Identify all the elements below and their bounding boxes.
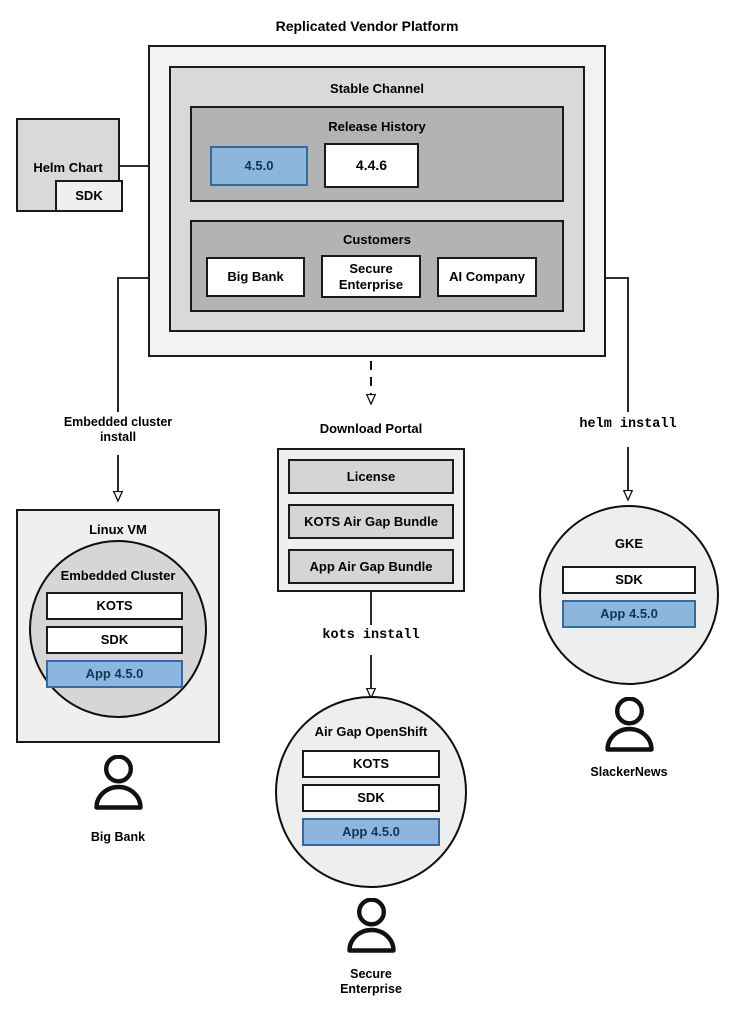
download-portal-item-license[interactable]: License <box>288 459 454 494</box>
release-card-4-5-0[interactable]: 4.5.0 <box>210 146 308 186</box>
linux-vm-component-sdk[interactable]: SDK <box>46 626 183 654</box>
gke-component-sdk[interactable]: SDK <box>562 566 696 594</box>
stable-channel-title: Stable Channel <box>330 81 424 96</box>
openshift-component-kots[interactable]: KOTS <box>302 750 440 778</box>
target-air-gap-openshift-title: Air Gap OpenShift <box>314 724 428 739</box>
release-card-4-4-6[interactable]: 4.4.6 <box>324 143 419 188</box>
user-icon-big-bank <box>94 755 143 810</box>
embedded-cluster-title: Embedded Cluster <box>60 568 176 583</box>
linux-vm-component-kots[interactable]: KOTS <box>46 592 183 620</box>
release-history-title: Release History <box>328 119 426 134</box>
edge-label-embedded-cluster-install: Embedded cluster install <box>63 415 173 445</box>
target-gke-circle <box>539 505 719 685</box>
download-portal-item-kots-air-gap-bundle[interactable]: KOTS Air Gap Bundle <box>288 504 454 539</box>
download-portal-item-app-air-gap-bundle[interactable]: App Air Gap Bundle <box>288 549 454 584</box>
user-label-slackernews: SlackerNews <box>590 765 668 779</box>
openshift-component-app[interactable]: App 4.5.0 <box>302 818 440 846</box>
customers-title: Customers <box>343 232 411 247</box>
download-portal-title: Download Portal <box>319 421 423 436</box>
helm-chart-sdk-box[interactable]: SDK <box>55 180 123 212</box>
user-label-secure-enterprise: Secure Enterprise <box>340 967 402 997</box>
user-icon-slackernews <box>605 697 654 752</box>
edge-label-kots-install: kots install <box>322 628 420 643</box>
openshift-component-sdk[interactable]: SDK <box>302 784 440 812</box>
linux-vm-component-app[interactable]: App 4.5.0 <box>46 660 183 688</box>
user-icon-secure-enterprise <box>347 898 396 953</box>
customer-card-big-bank[interactable]: Big Bank <box>206 257 305 297</box>
customer-card-secure-enterprise[interactable]: Secure Enterprise <box>321 255 421 298</box>
diagram-title: Replicated Vendor Platform <box>275 18 459 34</box>
target-linux-vm-title: Linux VM <box>89 522 147 537</box>
gke-component-app[interactable]: App 4.5.0 <box>562 600 696 628</box>
customer-card-ai-company[interactable]: AI Company <box>437 257 537 297</box>
user-label-big-bank: Big Bank <box>90 830 146 844</box>
target-gke-title: GKE <box>614 536 644 551</box>
edge-label-helm-install: helm install <box>579 417 677 432</box>
